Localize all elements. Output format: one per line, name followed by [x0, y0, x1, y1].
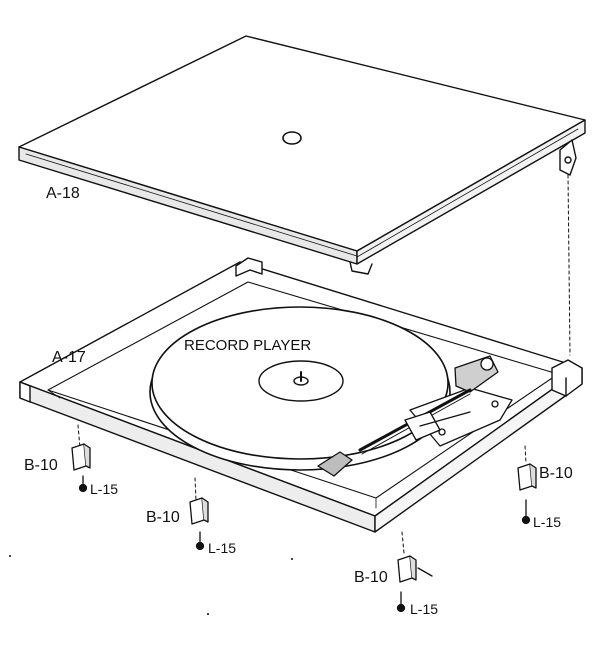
lid-a18	[18, 35, 586, 275]
label-base: A-17	[52, 349, 86, 366]
label-screw-bottom: L-15	[410, 601, 438, 617]
screw-right	[521, 499, 531, 525]
lid-center-hole	[282, 131, 302, 145]
label-hinge-bottom: B-10	[354, 569, 388, 586]
tonearm	[317, 355, 513, 477]
label-record-player: RECORD PLAYER	[184, 337, 311, 354]
base-right-post	[551, 359, 583, 397]
screw-left	[78, 475, 88, 493]
label-screw-left: L-15	[90, 481, 118, 497]
base-rear-post	[235, 257, 263, 277]
lid-top-face	[18, 35, 586, 252]
label-hinge-right: B-10	[539, 465, 573, 482]
hinge-bracket-bottom	[397, 555, 433, 583]
cartridge	[317, 451, 353, 477]
alignment-lines	[77, 174, 571, 554]
label-screw-front: L-15	[208, 540, 236, 556]
scan-marks	[9, 555, 293, 615]
screw-bottom	[396, 591, 406, 613]
label-screw-right: L-15	[533, 514, 561, 530]
lid-right-edge	[356, 119, 586, 265]
turntable	[149, 306, 451, 471]
label-lid: A-18	[46, 185, 80, 202]
label-hinge-left: B-10	[24, 457, 58, 474]
hinge-bracket-left	[71, 443, 91, 471]
hinge-bracket-right	[517, 463, 537, 491]
screw-front	[195, 531, 205, 551]
hinge-bracket-front	[189, 497, 209, 525]
label-hinge-front: B-10	[146, 509, 180, 526]
